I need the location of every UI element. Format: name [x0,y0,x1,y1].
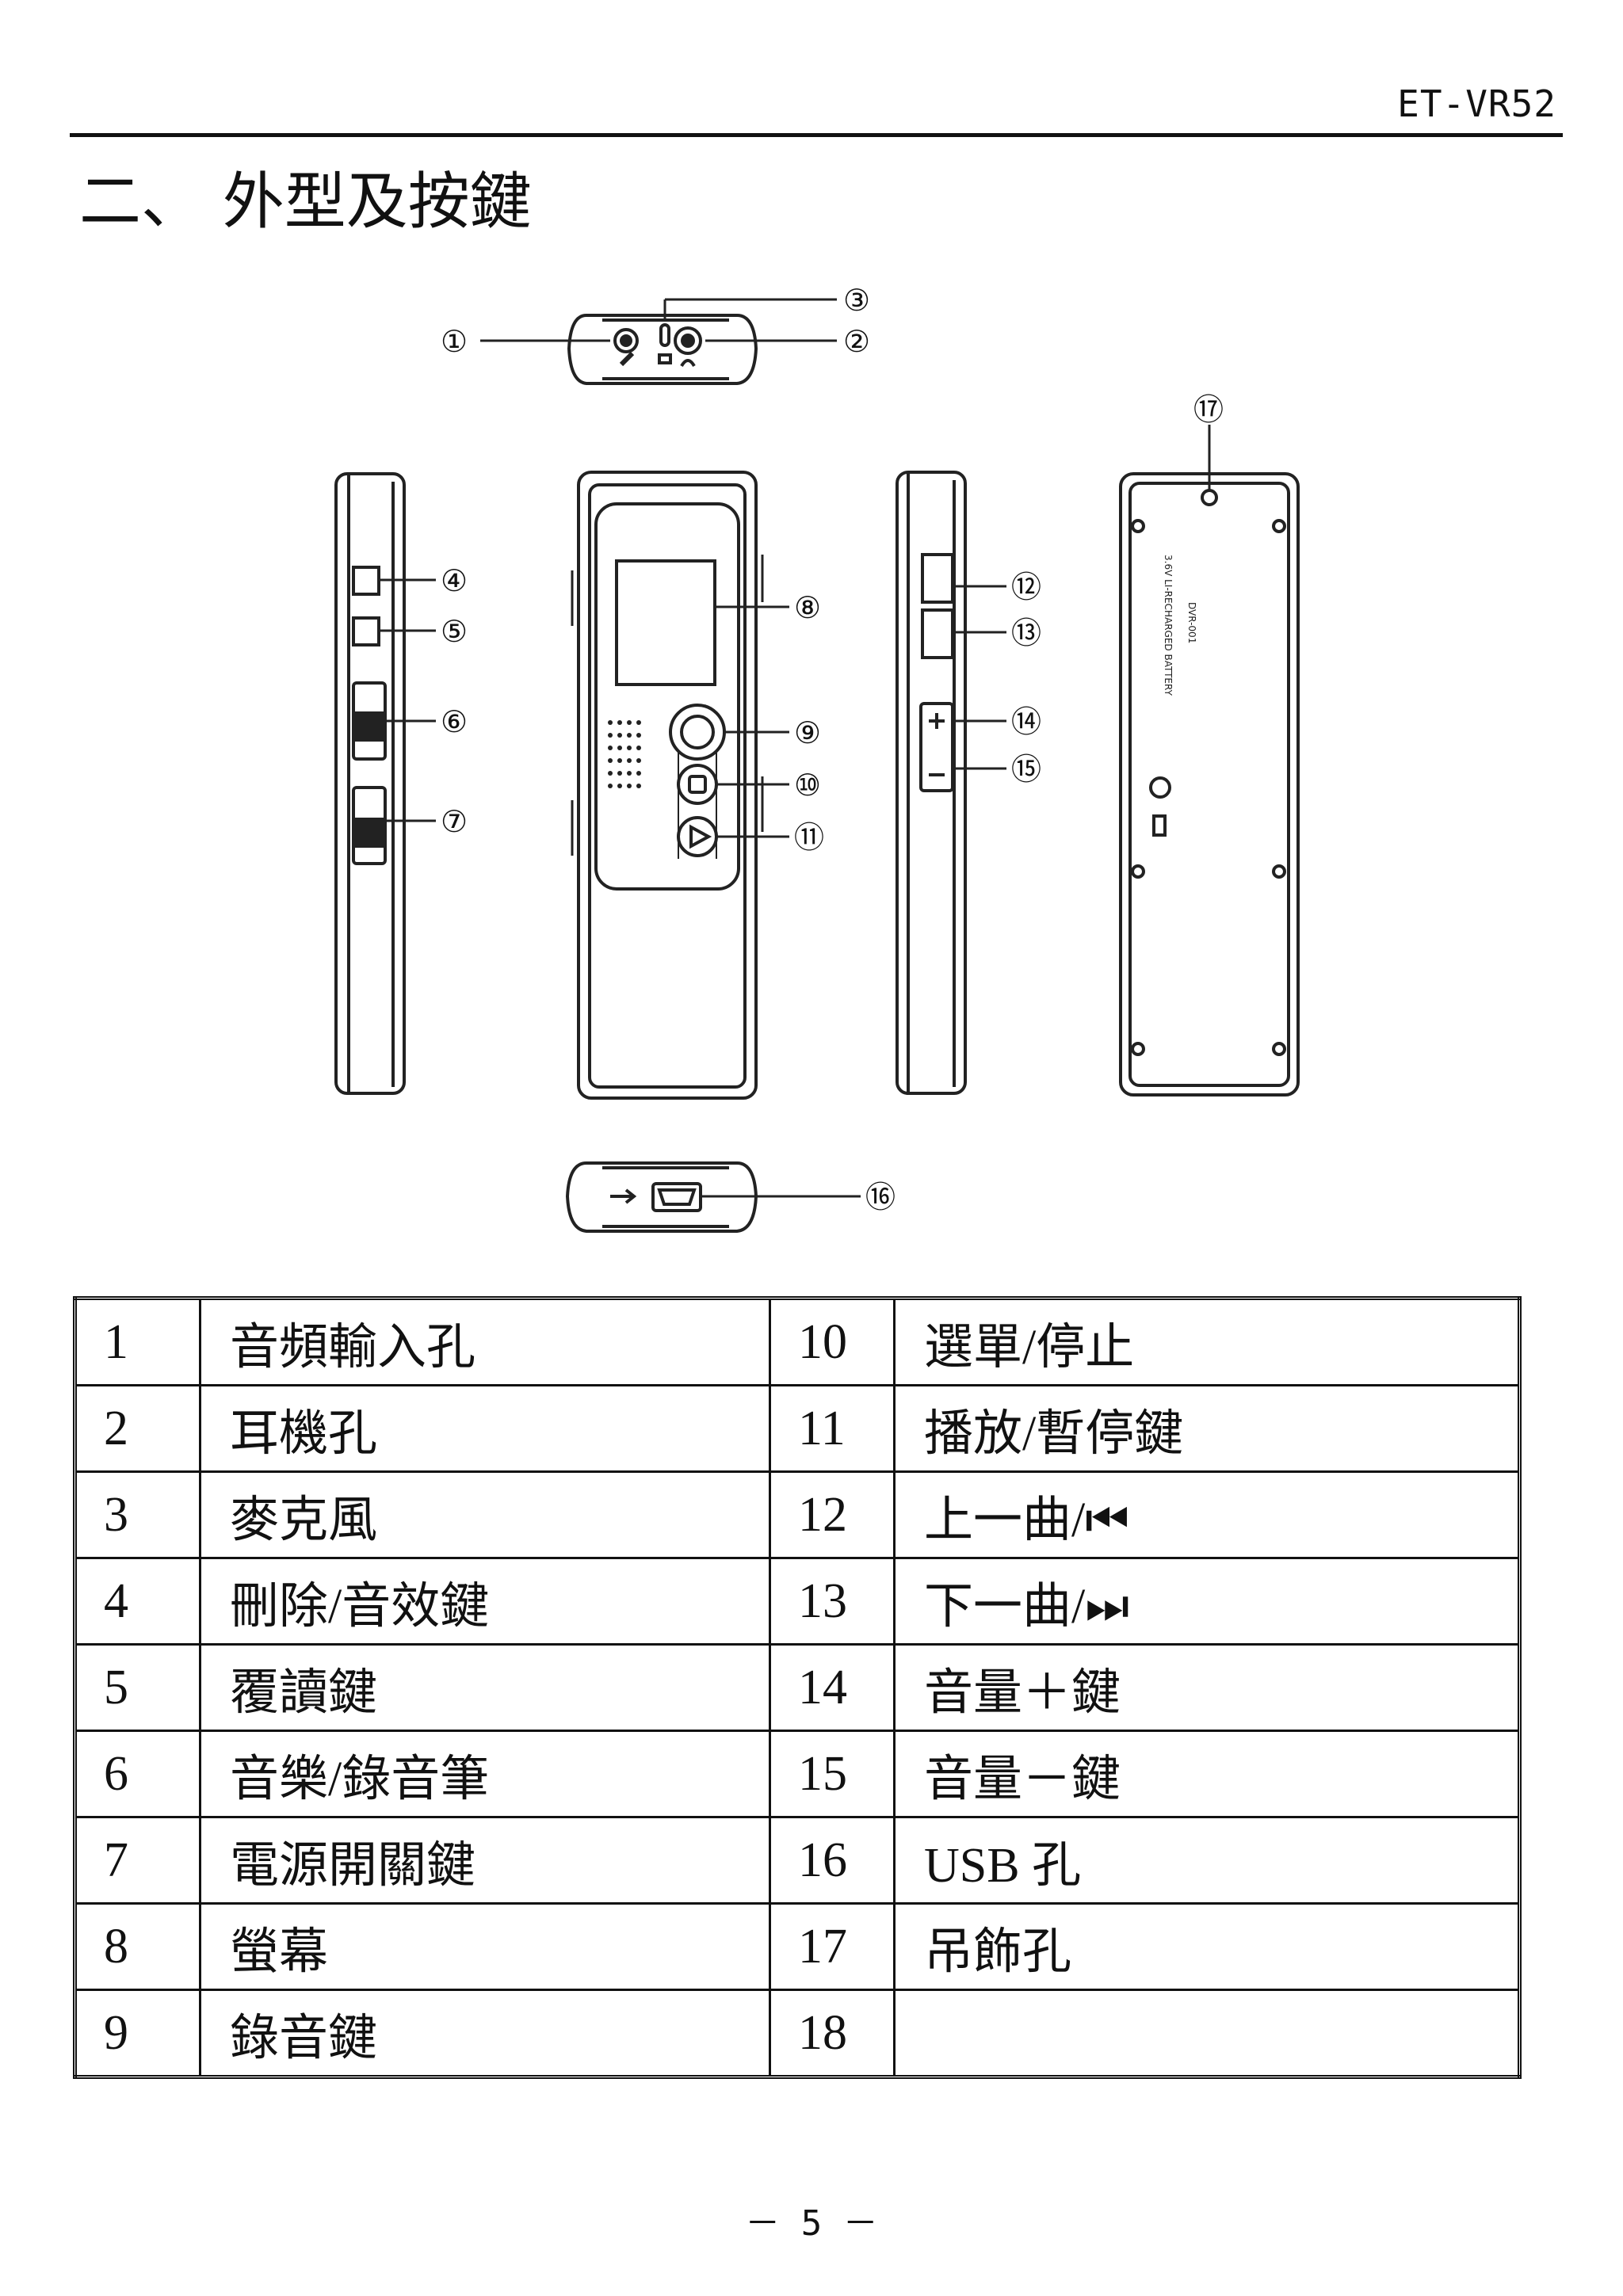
back-battery-label: 3.6V LI-RECHARGED BATTERY [1163,555,1174,696]
key-name-cell: 音量＋鍵 [893,1643,1521,1732]
key-number-cell: 17 [769,1902,896,1991]
top-view [480,298,837,385]
callout-9: ⑨ [794,715,821,750]
callout-6: ⑥ [441,704,468,739]
bottom-view [565,1161,861,1233]
key-number-cell: 3 [74,1470,201,1559]
key-number-cell: 7 [74,1816,201,1905]
key-name-cell: 刪除/音效鍵 [199,1557,771,1646]
key-name-cell: 上一曲/⏮ [893,1470,1521,1559]
mic-hole [659,323,670,347]
key-name-cell: 麥克風 [199,1470,771,1559]
callout-5: ⑤ [441,614,468,649]
callout-16: ⑯ [865,1180,896,1215]
key-number-cell: 18 [769,1989,896,2078]
right-side-view [896,471,1006,1095]
callout-17: ⑰ [1193,392,1224,427]
key-number-cell: 14 [769,1643,896,1732]
callout-15: ⑮ [1011,752,1041,787]
front-view [571,471,789,1100]
delete-effect-key [352,566,380,596]
key-number-cell: 11 [769,1384,896,1473]
key-name-cell: 播放/暫停鍵 [893,1384,1521,1473]
screen [615,559,716,686]
key-number-cell: 1 [74,1297,201,1386]
header-divider [70,133,1563,137]
back-view [1119,425,1300,1097]
key-name-cell: 覆讀鍵 [199,1643,771,1732]
next-track-key [921,608,954,659]
key-number-cell: 6 [74,1730,201,1818]
callout-3: ③ [843,283,870,318]
menu-stop-key [677,764,718,805]
key-number-cell: 4 [74,1557,201,1646]
key-number-cell: 2 [74,1384,201,1473]
audio-input-jack [613,328,639,353]
key-name-cell: 錄音鍵 [199,1989,771,2078]
back-model-label: DVR-001 [1186,602,1197,643]
key-number-cell: 5 [74,1643,201,1732]
power-switch [352,786,387,865]
key-name-cell: 音頻輸入孔 [199,1297,771,1386]
device-diagram: 3.6V LI-RECHARGED BATTERY DVR-001 ① ② ③ … [334,283,1300,1233]
key-name-cell: 耳機孔 [199,1384,771,1473]
callout-2: ② [843,324,870,359]
key-number-cell: 10 [769,1297,896,1386]
key-number-cell: 9 [74,1989,201,2078]
key-number-cell: 13 [769,1557,896,1646]
volume-rocker [919,702,954,792]
left-side-view [334,472,436,1095]
callout-8: ⑧ [794,590,821,625]
key-number-cell: 8 [74,1902,201,1991]
page-number: － 5 － [745,2203,878,2244]
key-name-cell: 螢幕 [199,1902,771,1991]
key-number-cell: 15 [769,1730,896,1818]
key-number-cell: 12 [769,1470,896,1559]
key-name-cell: 音量－鍵 [893,1730,1521,1818]
record-key [669,704,726,761]
callout-13: ⑬ [1011,616,1041,650]
section-title: 二、 外型及按鍵 [79,166,532,238]
callout-1: ① [441,324,468,359]
callout-4: ④ [441,563,468,598]
previous-track-key [921,553,954,604]
callout-12: ⑫ [1011,570,1041,605]
key-name-cell [893,1989,1521,2078]
key-name-cell: 電源開關鍵 [199,1816,771,1905]
key-name-cell: 下一曲/⏭ [893,1557,1521,1646]
callout-14: ⑭ [1011,704,1041,739]
earphone-jack [674,326,702,355]
key-number-cell: 16 [769,1816,896,1905]
key-name-cell: 選單/停止 [893,1297,1521,1386]
key-name-cell: 音樂/錄音筆 [199,1730,771,1818]
callout-11: ⑪ [794,820,824,855]
key-name-cell: USB 孔 [893,1816,1521,1905]
repeat-key [352,616,380,646]
document-model-header: ET-VR52 [1397,82,1556,125]
key-name-cell: 吊飾孔 [893,1902,1521,1991]
strap-hole [1201,489,1218,506]
callout-10: ⑩ [794,768,821,803]
callout-7: ⑦ [441,804,468,839]
